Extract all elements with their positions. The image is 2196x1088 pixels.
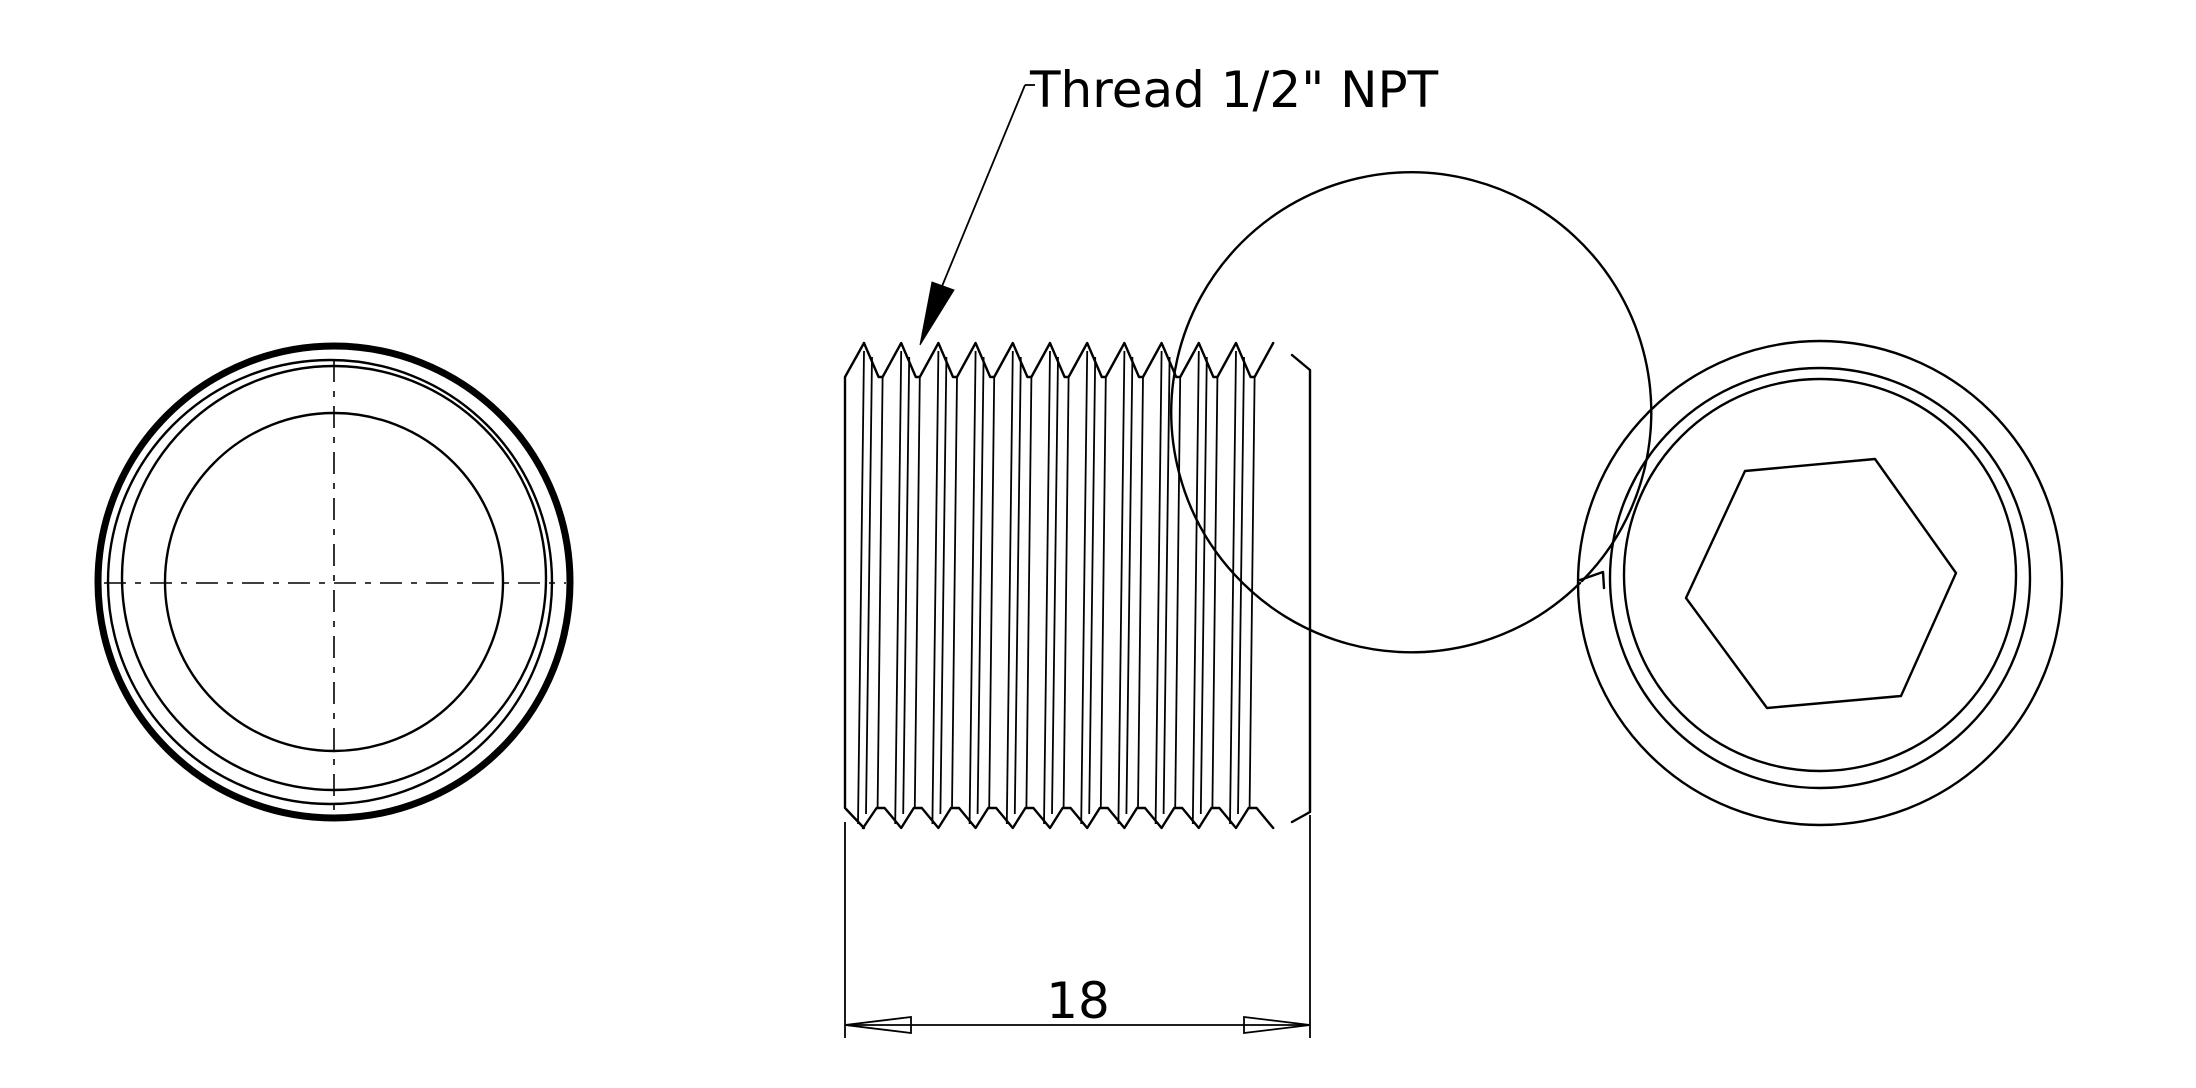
- thread-flank-line: [968, 350, 977, 825]
- thread-flank-line: [1099, 376, 1107, 809]
- dimension-arrow-left: [844, 1015, 912, 1035]
- right-chamfer-circle: [1608, 366, 2032, 790]
- thread-callout-text: Thread 1/2" NPT: [1029, 61, 1439, 119]
- left-end-view: [94, 342, 574, 822]
- thread-flank-line: [894, 350, 903, 825]
- thread-flank-line: [1174, 376, 1182, 809]
- left-thread-root-circle: [106, 358, 554, 806]
- thread-flank-line: [1088, 356, 1097, 815]
- thread-flank-line: [1199, 356, 1208, 815]
- side-left-end-chamfer: [843, 341, 866, 830]
- dimension-value: 18: [1046, 972, 1110, 1030]
- thread-flank-line: [1191, 350, 1200, 825]
- thread-flank-line: [1117, 350, 1126, 825]
- callout-arrowhead: [919, 281, 955, 346]
- thread-flank-line: [857, 350, 865, 825]
- right-thread-start-tick: [1578, 570, 1606, 590]
- length-dimension: 18: [844, 815, 1311, 1038]
- thread-flank-line: [1154, 350, 1163, 825]
- thread-flank-line: [876, 376, 884, 809]
- thread-flank-line: [913, 376, 921, 809]
- thread-callout: Thread 1/2" NPT: [919, 61, 1439, 346]
- right-end-view: [1170, 171, 2064, 827]
- thread-flank-line: [1237, 356, 1245, 815]
- thread-flank-line: [939, 356, 948, 815]
- thread-profile-lines: [857, 341, 1275, 830]
- right-outer-thread-circle: [1576, 339, 2064, 827]
- side-right-end-chamfer: [1290, 353, 1312, 824]
- thread-flank-line: [976, 356, 985, 815]
- thread-flank-line: [931, 350, 940, 825]
- thread-flank-line: [951, 376, 958, 809]
- thread-flank-line: [1051, 356, 1059, 815]
- thread-flank-line: [1043, 350, 1051, 825]
- thread-flank-line: [1211, 376, 1219, 809]
- side-view: [843, 341, 1312, 830]
- right-thread-start-arc: [1170, 171, 1653, 654]
- dimension-arrow-right: [1243, 1015, 1311, 1035]
- thread-flank-line: [1062, 376, 1070, 809]
- bottom-thread-profile: [861, 806, 1275, 830]
- thread-flank-line: [1005, 350, 1014, 825]
- thread-flank-line: [1162, 356, 1171, 815]
- thread-flank-line: [1025, 376, 1033, 809]
- top-thread-profile: [862, 341, 1275, 379]
- thread-flank-line: [988, 376, 996, 809]
- thread-flank-line: [1013, 356, 1022, 815]
- left-outer-thread-circle: [94, 342, 574, 822]
- right-socket-counterbore-circle: [1622, 377, 2018, 773]
- thread-flank-line: [1137, 376, 1144, 809]
- thread-flank-line: [902, 356, 911, 815]
- thread-flank-line: [1125, 356, 1134, 815]
- thread-flank-line: [1080, 350, 1089, 825]
- thread-flank-line: [865, 356, 873, 815]
- hex-socket: [1684, 457, 1958, 710]
- callout-leader-line: [937, 84, 1026, 297]
- thread-flank-line: [1229, 350, 1237, 825]
